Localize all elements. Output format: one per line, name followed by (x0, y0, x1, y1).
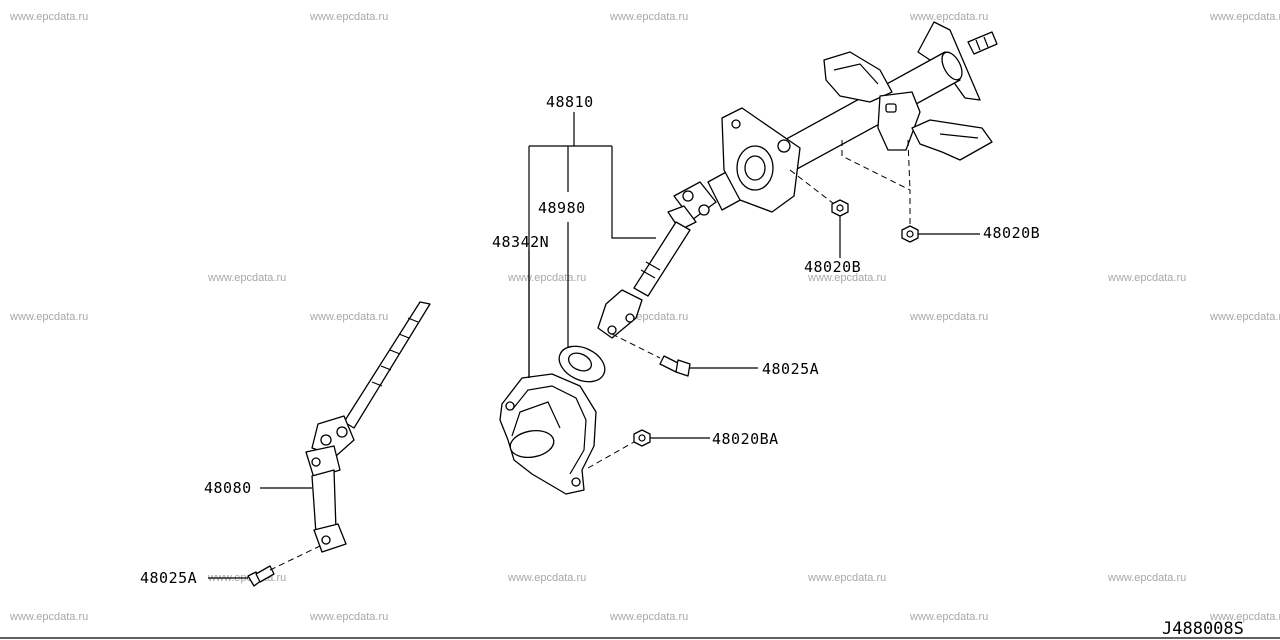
watermark: www.epcdata.ru (310, 11, 389, 23)
watermark: www.epcdata.ru (1210, 611, 1280, 623)
callout-48342n[interactable]: 48342N (492, 233, 550, 251)
watermark: www.epcdata.ru (208, 272, 287, 284)
leader-lines (208, 112, 980, 579)
callout-48080[interactable]: 48080 (204, 479, 252, 497)
callout-48810[interactable]: 48810 (546, 93, 594, 111)
watermark: www.epcdata.ru (610, 11, 689, 23)
nut-48020b-column (831, 199, 849, 217)
watermark: www.epcdata.ru (1108, 272, 1187, 284)
steering-column-assembly (597, 21, 998, 339)
watermark: www.epcdata.ru (1108, 572, 1187, 584)
lower-shaft-48080 (305, 301, 431, 553)
callout-48020ba[interactable]: 48020BA (712, 430, 779, 448)
callout-48020b-column[interactable]: 48020B (804, 258, 862, 276)
nut-48020ba (633, 429, 651, 447)
watermark: www.epcdata.ru (910, 311, 989, 323)
watermark: www.epcdata.ru (508, 572, 587, 584)
callout-48980[interactable]: 48980 (538, 199, 586, 217)
watermark: www.epcdata.ru (10, 11, 89, 23)
watermark: www.epcdata.ru (310, 311, 389, 323)
watermark: www.epcdata.ru (1210, 311, 1280, 323)
column-seal-48980 (558, 345, 606, 383)
watermark: www.epcdata.ru (910, 11, 989, 23)
hole-cover-48342n (499, 373, 597, 495)
watermark: www.epcdata.ru (910, 611, 989, 623)
watermark: www.epcdata.ru (610, 611, 689, 623)
watermark: www.epcdata.ru (1210, 11, 1280, 23)
callout-48025a-lower[interactable]: 48025A (140, 569, 198, 587)
watermark: www.epcdata.ru (808, 272, 887, 284)
watermark: www.epcdata.ru (310, 611, 389, 623)
watermark: www.epcdata.ru (808, 572, 887, 584)
callout-48025a-upper[interactable]: 48025A (762, 360, 820, 378)
callout-48020b-bracket[interactable]: 48020B (983, 224, 1041, 242)
drawing-code: J488008S (1162, 619, 1244, 639)
bolt-48025a-upper (659, 355, 691, 377)
watermark: www.epcdata.ru (508, 272, 587, 284)
bolt-48025a-lower (247, 565, 275, 587)
nut-48020b-bracket (901, 225, 919, 243)
watermark: www.epcdata.ru (10, 311, 89, 323)
watermark: www.epcdata.ru (10, 611, 89, 623)
